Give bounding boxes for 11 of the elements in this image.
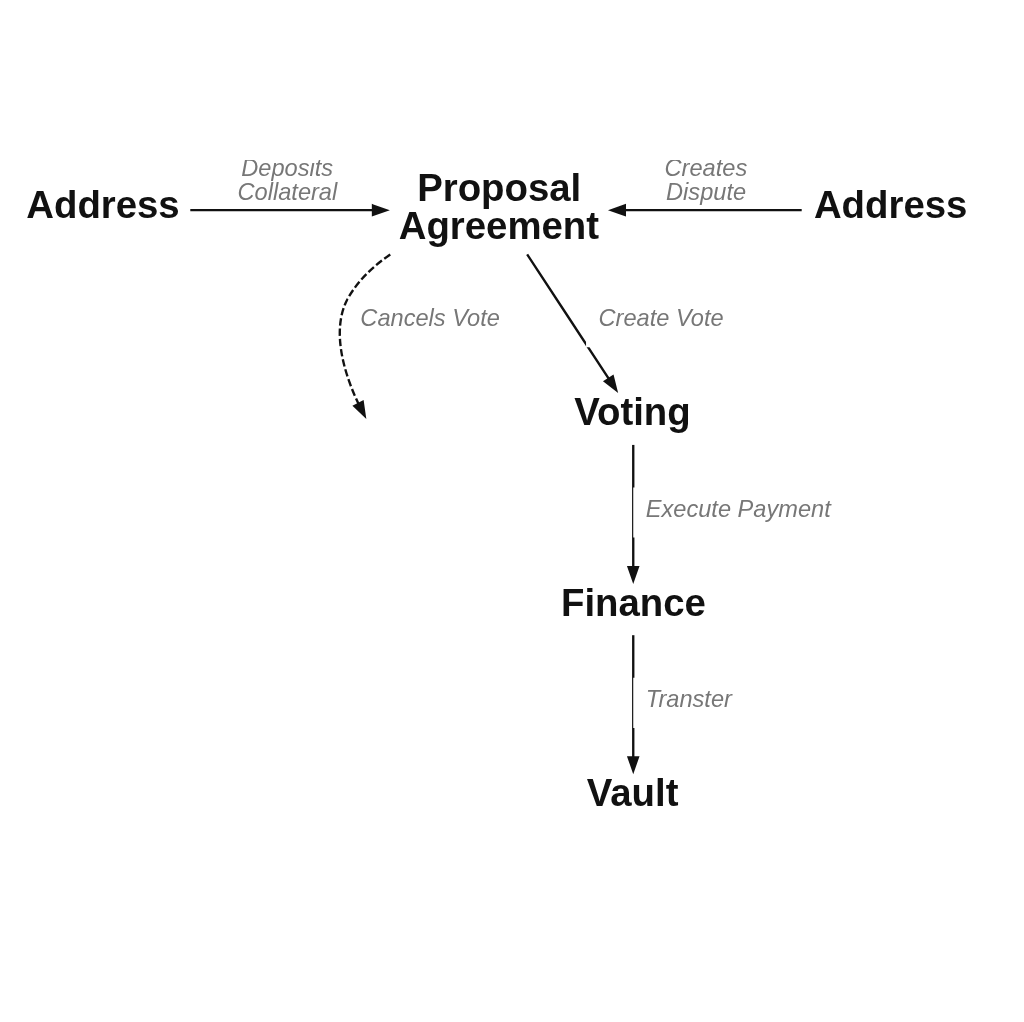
edge-label: Creates Dispute <box>664 154 748 205</box>
node-text: Address <box>26 182 180 226</box>
node-text: Vault <box>586 770 679 814</box>
node-text: Finance <box>560 579 706 623</box>
edge-label: Execute Payment <box>645 495 831 522</box>
node-text: Proposal Agreement <box>398 165 600 247</box>
node-text: Voting <box>574 389 691 433</box>
edge-label: Create Vote <box>598 304 724 331</box>
node-text: Address <box>813 182 968 226</box>
edge-label: Transter <box>645 685 732 712</box>
edge-label: Cancels Vote <box>360 304 500 331</box>
